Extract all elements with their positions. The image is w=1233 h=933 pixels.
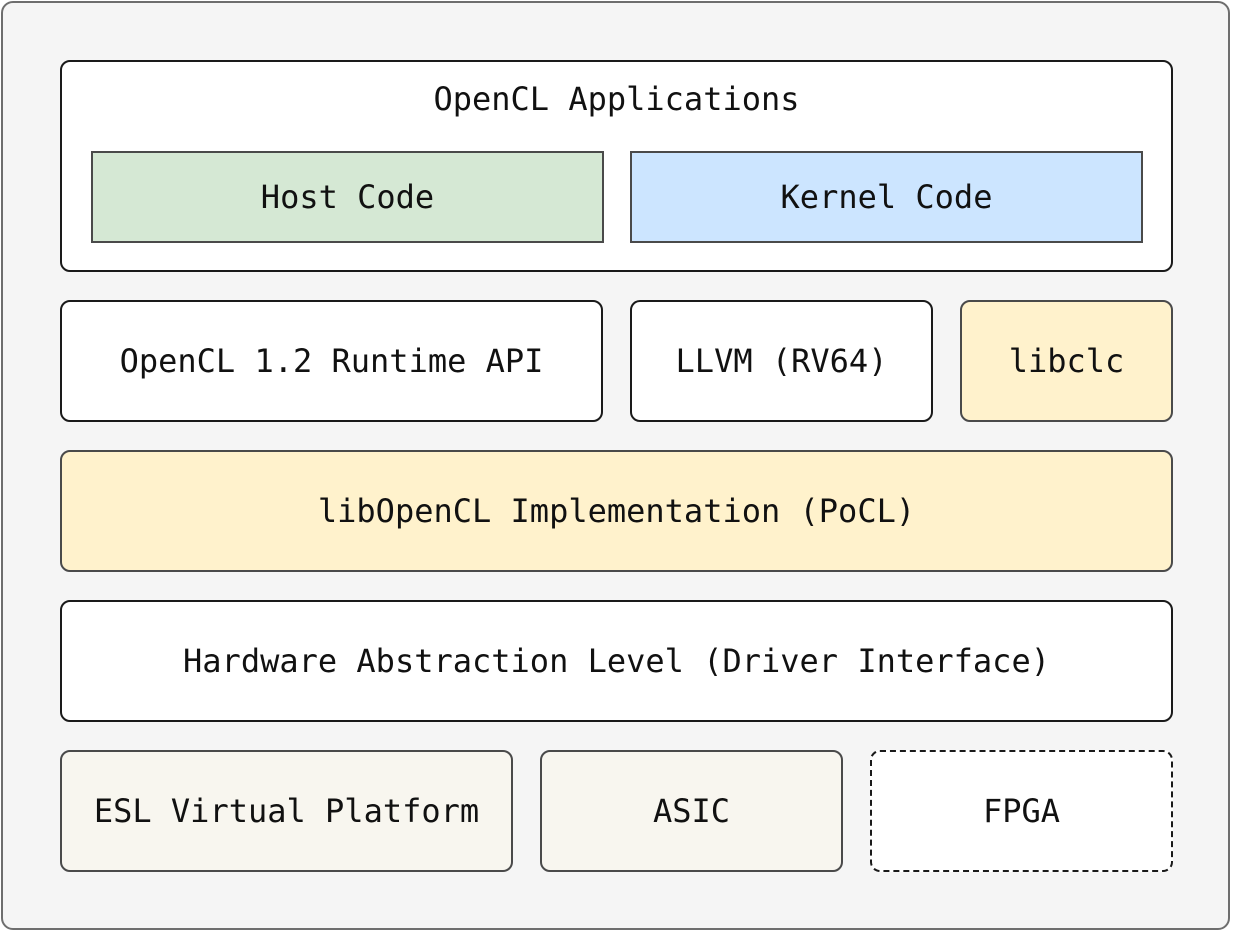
libclc-box: libclc — [960, 300, 1173, 422]
opencl-applications-group: OpenCL Applications Host Code Kernel Cod… — [60, 60, 1173, 272]
hal-box: Hardware Abstraction Level (Driver Inter… — [60, 600, 1173, 722]
esl-virtual-platform-box: ESL Virtual Platform — [60, 750, 513, 872]
asic-box: ASIC — [540, 750, 843, 872]
llvm-box: LLVM (RV64) — [630, 300, 933, 422]
pocl-implementation-box: libOpenCL Implementation (PoCL) — [60, 450, 1173, 572]
kernel-code-box: Kernel Code — [630, 151, 1143, 243]
fpga-box: FPGA — [870, 750, 1173, 872]
runtime-api-box: OpenCL 1.2 Runtime API — [60, 300, 603, 422]
host-code-box: Host Code — [91, 151, 604, 243]
opencl-applications-title: OpenCL Applications — [433, 80, 800, 118]
